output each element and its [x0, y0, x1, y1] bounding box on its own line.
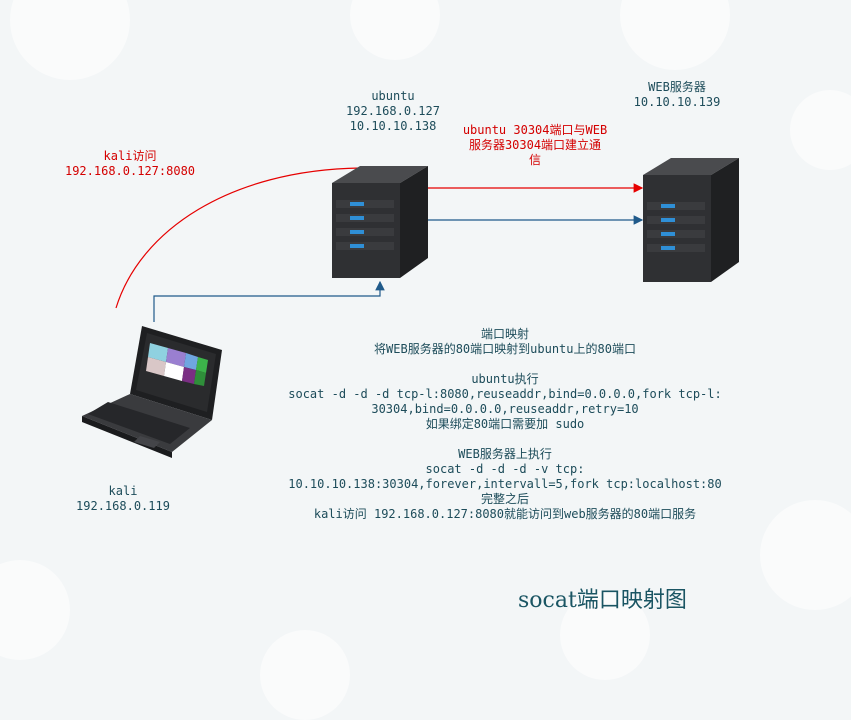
- kali-to-ubuntu-blue-arrow: [153, 280, 385, 322]
- kali-access-line-2: 192.168.0.127:8080: [64, 164, 196, 178]
- bg-circle: [760, 500, 851, 610]
- explain-line-1: 端口映射: [480, 327, 529, 341]
- explain-line-8: socat -d -d -d -v tcp:: [425, 462, 585, 476]
- explain-line-9: 10.10.10.138:30304,forever,intervall=5,f…: [288, 477, 722, 491]
- kali-access-label: kali访问 192.168.0.127:8080: [55, 149, 205, 179]
- explain-line-5: 30304,bind=0.0.0.0,reuseaddr,retry=10: [371, 402, 639, 416]
- ubuntu-server-icon: [332, 166, 428, 278]
- tunnel-line-2: 服务器30304端口建立通: [468, 138, 602, 152]
- web-server-name: WEB服务器: [648, 80, 706, 94]
- kali-label: kali 192.168.0.119: [63, 484, 183, 514]
- explain-spacer: [280, 432, 730, 447]
- explain-line-11: kali访问 192.168.0.127:8080就能访问到web服务器的80端…: [313, 507, 697, 521]
- tunnel-line-1: ubuntu 30304端口与WEB: [462, 123, 608, 137]
- tunnel-line-3: 信: [528, 153, 541, 167]
- diagram-title: socat端口映射图: [518, 588, 687, 613]
- ubuntu-ip-1: 192.168.0.127: [346, 104, 440, 118]
- explain-line-6: 如果绑定80端口需要加 sudo: [425, 417, 585, 431]
- web-server-ip: 10.10.10.139: [633, 95, 721, 109]
- connection-lines: [82, 158, 739, 458]
- explain-line-3: ubuntu执行: [471, 372, 539, 386]
- explain-line-4: socat -d -d -d tcp-l:8080,reuseaddr,bind…: [288, 387, 722, 401]
- ubuntu-name: ubuntu: [371, 89, 415, 103]
- bg-circle: [790, 90, 851, 170]
- explain-spacer: [280, 357, 730, 372]
- ubuntu-label: ubuntu 192.168.0.127 10.10.10.138: [333, 89, 453, 134]
- kali-laptop-icon: [82, 326, 222, 458]
- tunnel-label: ubuntu 30304端口与WEB 服务器30304端口建立通 信: [450, 123, 620, 168]
- ubuntu-ip-2: 10.10.10.138: [349, 119, 437, 133]
- explain-line-10: 完整之后: [480, 492, 529, 506]
- web-server-icon: [643, 158, 739, 282]
- explain-line-2: 将WEB服务器的80端口映射到ubuntu上的80端口: [374, 342, 636, 356]
- explanation-text: 端口映射 将WEB服务器的80端口映射到ubuntu上的80端口 ubuntu执…: [280, 327, 730, 522]
- kali-ip: 192.168.0.119: [76, 499, 170, 513]
- web-server-label: WEB服务器 10.10.10.139: [617, 80, 737, 110]
- kali-access-line-1: kali访问: [103, 149, 157, 163]
- kali-name: kali: [108, 484, 138, 498]
- kali-to-ubuntu-red-curve: [115, 167, 361, 309]
- explain-line-7: WEB服务器上执行: [458, 447, 552, 461]
